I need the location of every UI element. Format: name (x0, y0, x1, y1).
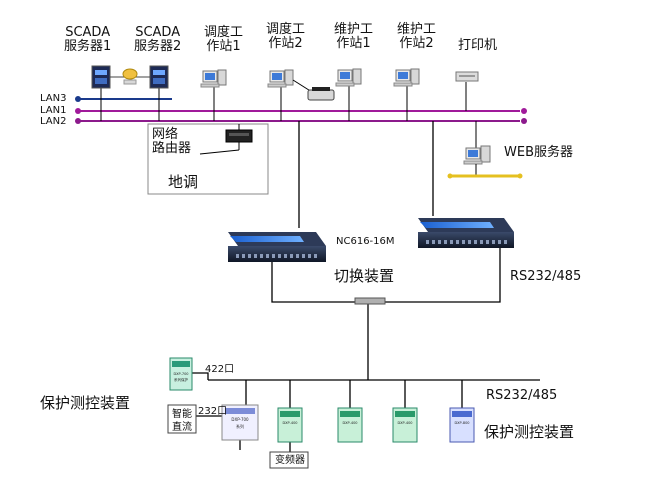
port-232-label: 232口 (198, 406, 228, 417)
device-model-label: NC616-16M (336, 236, 395, 247)
svg-text:DXP-700: DXP-700 (231, 417, 249, 422)
router-region (147, 123, 269, 195)
svg-text:系列: 系列 (236, 423, 244, 429)
rs-upper-label: RS232/485 (510, 269, 582, 284)
serial-links (271, 248, 501, 380)
lower-bus (190, 372, 540, 452)
protect-left-label: 保护测控装置 (40, 394, 131, 412)
node-label-maintenance-1: 维护工 作站1 (334, 22, 374, 52)
protect-right-label: 保护测控装置 (484, 423, 575, 441)
maintenance-workstation-2-icon (393, 68, 420, 87)
switch-device-2 (418, 218, 514, 248)
switch-hub-icon (354, 297, 386, 305)
scada-server-1-icon (91, 65, 111, 89)
protection-device-4-icon: DXP-400 (392, 407, 418, 443)
inverter-box (269, 451, 309, 469)
router-label: 网络 路由器 (152, 127, 192, 157)
protection-device-2-icon: DXP-400 (277, 407, 303, 443)
lan2-label: LAN2 (40, 116, 67, 127)
node-drops (100, 82, 477, 148)
printer-icon (455, 71, 479, 82)
node-label-printer: 打印机 (458, 38, 498, 53)
node-label-dispatch-2: 调度工 作站2 (266, 22, 306, 52)
protection-device-1-icon: DXP-700 系列 (221, 404, 259, 441)
rs-lower-label: RS232/485 (486, 388, 558, 403)
device-uplinks (298, 121, 434, 228)
scada-server-2-icon (149, 65, 169, 89)
local-dispatch-label: 地调 (168, 173, 199, 191)
protection-device-3-icon: DXP-400 (337, 407, 363, 443)
maintenance-workstation-1-icon (335, 68, 362, 87)
protection-device-top-icon: DXP-700 系列保护 (169, 357, 193, 391)
node-label-scada-2: SCADA 服务器2 (134, 25, 182, 55)
smart-dc-box (167, 404, 197, 434)
svg-text:系列保护: 系列保护 (174, 377, 188, 382)
web-server-icon (447, 145, 523, 179)
printer-small-icon (292, 79, 335, 101)
node-label-dispatch-1: 调度工 作站1 (204, 25, 244, 55)
svg-text:DXP-700: DXP-700 (173, 372, 188, 376)
storage-icon (110, 68, 150, 85)
svg-text:DXP-800: DXP-800 (454, 421, 469, 425)
node-label-maintenance-2: 维护工 作站2 (397, 22, 437, 52)
lan1-label: LAN1 (40, 105, 67, 116)
switch-label: 切换装置 (334, 267, 395, 285)
dispatch-workstation-2-icon (267, 69, 294, 88)
protection-device-5-icon: DXP-800 (449, 407, 475, 443)
smart-dc-label: 智能 直流 (172, 409, 192, 433)
port-422-label: 422口 (205, 364, 235, 375)
lan-bus (75, 96, 527, 124)
svg-text:DXP-400: DXP-400 (397, 421, 412, 425)
switch-device-1 (228, 232, 326, 262)
svg-text:DXP-400: DXP-400 (282, 421, 297, 425)
node-label-scada-1: SCADA 服务器1 (64, 25, 112, 55)
inverter-label: 变频器 (275, 455, 305, 466)
lan3-label: LAN3 (40, 93, 67, 104)
web-server-label: WEB服务器 (504, 145, 573, 160)
svg-text:DXP-400: DXP-400 (342, 421, 357, 425)
dispatch-workstation-1-icon (200, 69, 227, 88)
